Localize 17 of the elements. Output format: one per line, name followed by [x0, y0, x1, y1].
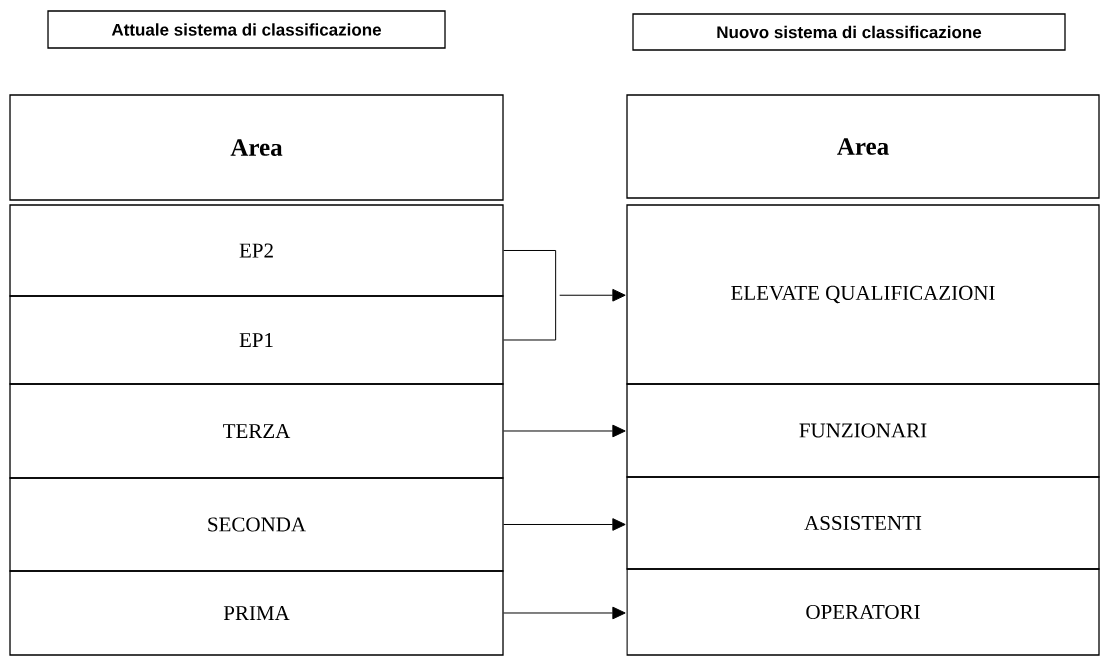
table-cell: SECONDA [9, 477, 504, 572]
title-box: Nuovo sistema di classificazione [632, 13, 1066, 51]
table-cell: TERZA [9, 383, 504, 479]
table-cell: OPERATORI [626, 568, 1100, 656]
table-cell: ELEVATE QUALIFICAZIONI [626, 204, 1100, 385]
arrow [503, 606, 626, 620]
table-cell: EP2 [9, 204, 504, 297]
arrow [503, 518, 626, 531]
table-header-cell: Area [626, 94, 1100, 199]
table-cell: FUNZIONARI [626, 383, 1100, 478]
table-cell: ASSISTENTI [626, 476, 1100, 570]
arrow [503, 424, 626, 438]
table-cell: PRIMA [9, 570, 504, 656]
bracket-arrow [503, 250, 626, 341]
title-box: Attuale sistema di classificazione [47, 10, 446, 49]
table-cell: EP1 [9, 295, 504, 385]
table-header-cell: Area [9, 94, 504, 201]
